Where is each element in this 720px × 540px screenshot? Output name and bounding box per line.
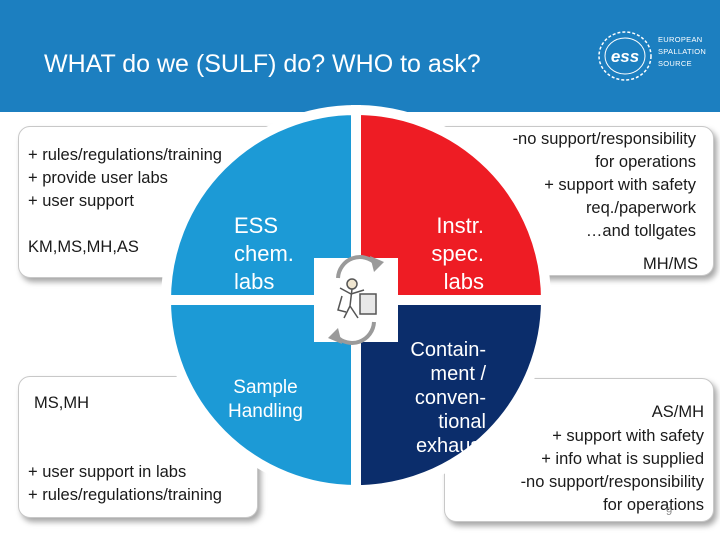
logo-line: SPALLATION [658, 47, 707, 56]
logo-line: EUROPEAN [658, 35, 703, 44]
quadrant-label-line: labs [443, 269, 484, 294]
quadrant-label-line: Instr. [436, 213, 484, 238]
cycle-arrow-head-bottom [328, 328, 342, 344]
ess-logo-mark: ess [611, 47, 639, 66]
scientist-figure-icon [337, 278, 377, 319]
box-line: + support with safety [544, 176, 696, 194]
center-panel [314, 258, 398, 342]
box-line: + provide user labs [28, 169, 168, 187]
page-number: 9 [666, 506, 673, 518]
quadrant-bottom-right [351, 295, 552, 496]
quadrant-label-instr-spec-labs: Instr. spec. labs [431, 212, 484, 296]
box-line: …and tollgates [585, 222, 696, 240]
box-line: + support with safety [552, 427, 704, 445]
slide-title: WHAT do we (SULF) do? WHO to ask? [44, 50, 481, 78]
box-line: + rules/regulations/training [28, 486, 222, 504]
box-top-left-people: KM,MS,MH,AS [28, 238, 139, 256]
quadrant-label-ess-chem-labs: ESS chem. labs [234, 212, 294, 296]
ess-logo: ess EUROPEAN SPALLATION SOURCE [594, 26, 712, 86]
box-line: + info what is supplied [541, 450, 704, 468]
box-bottom-left-text: + user support in labs + rules/regulatio… [28, 461, 222, 507]
box-line: + rules/regulations/training [28, 146, 222, 164]
ess-logo-text: EUROPEAN SPALLATION SOURCE [658, 34, 706, 70]
quadrant-label-line: Contain- [410, 339, 486, 361]
quadrant-label-line: exhaust [415, 435, 486, 457]
quadrant-label-line: chem. [234, 241, 294, 266]
box-bottom-right-text: + support with safety + info what is sup… [521, 425, 704, 517]
cycle-arrow-head-top [370, 256, 384, 272]
box-line: -no support/responsibility [512, 130, 696, 148]
quadrant-top-right [351, 104, 552, 305]
box-top-right-text: -no support/responsibility for operation… [513, 128, 696, 243]
quadrant-label-line: Handling [228, 401, 303, 422]
box-line: + user support in labs [28, 463, 187, 481]
quadrant-label-line: labs [234, 269, 275, 294]
quadrant-label-containment: Contain- ment / conven- tional exhaust [410, 338, 486, 458]
quadrant-label-line: Sample [233, 377, 298, 398]
quadrant-bottom-left [160, 295, 361, 496]
quadrant-label-line: ESS [234, 213, 279, 238]
quadrant-label-sample-handling: Sample Handling [228, 376, 303, 424]
box-line: -no support/responsibility [520, 473, 704, 491]
quadrant-label-line: conven- [414, 387, 486, 409]
box-line: req./paperwork [585, 199, 696, 217]
box-line: for operations [603, 496, 704, 514]
box-line: + user support [28, 192, 134, 210]
quadrant-label-line: spec. [431, 241, 484, 266]
quadrant-top-left [160, 104, 361, 305]
quadrant-label-line: tional [438, 411, 486, 433]
info-box-bottom-left [18, 376, 258, 518]
logo-line: SOURCE [658, 59, 692, 68]
ess-logo-icon: ess [598, 31, 652, 81]
box-line: for operations [595, 153, 696, 171]
quadrant-label-line: ment / [430, 363, 486, 385]
header-bar: WHAT do we (SULF) do? WHO to ask? ess EU… [0, 0, 720, 112]
box-bottom-right-people: AS/MH [651, 403, 704, 421]
box-top-right-people: MH/MS [643, 255, 698, 273]
box-bottom-left-people: MS,MH [34, 394, 89, 412]
box-top-left-text: + rules/regulations/training + provide u… [28, 144, 222, 213]
